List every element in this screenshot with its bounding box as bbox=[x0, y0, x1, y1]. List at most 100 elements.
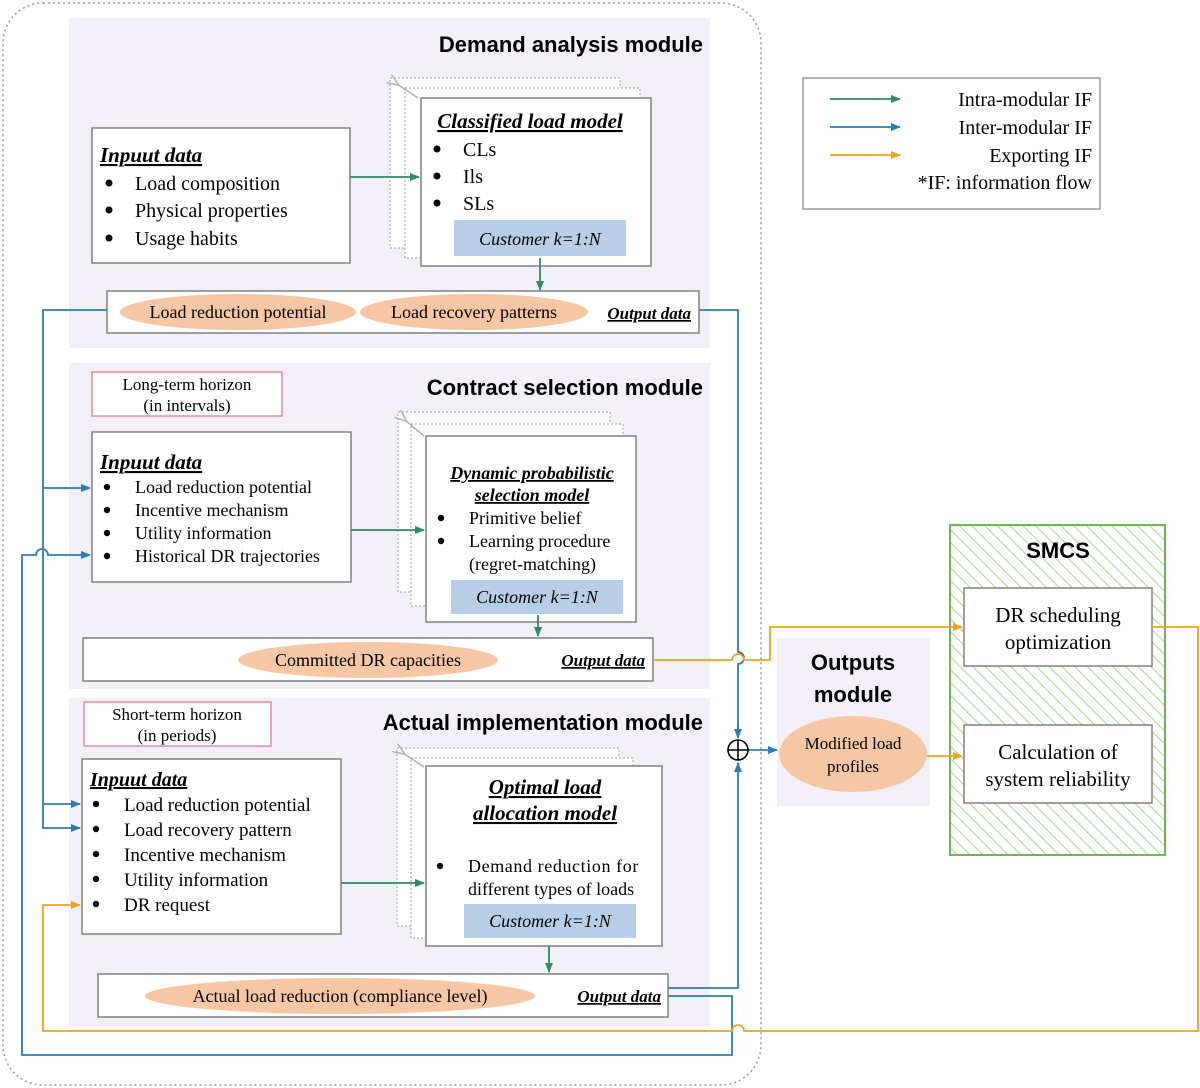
contract-model-title-line1: Dynamic probabilistic bbox=[449, 463, 614, 483]
actual-model-item-line1: Demand reduction for bbox=[468, 856, 639, 876]
outputs-oval-line1: Modified load bbox=[805, 734, 902, 753]
actual-input-box bbox=[81, 758, 342, 935]
demand-stack-arrow bbox=[397, 84, 419, 99]
demand-input-item: Physical properties bbox=[135, 200, 288, 222]
demand-analysis-module: Demand analysis module Inpuut data Load … bbox=[69, 18, 710, 348]
smcs-reliability-line1: Calculation of bbox=[998, 740, 1118, 764]
contract-output-data-label: Output data bbox=[561, 651, 645, 670]
contract-stack-arrow bbox=[405, 420, 425, 437]
flow-actual-to-contract-history bbox=[21, 548, 733, 1056]
flow-committed-to-smcs bbox=[653, 623, 963, 661]
demand-output-reduction-label: Load reduction potential bbox=[150, 302, 327, 322]
outer-container bbox=[2, 2, 762, 1086]
flow-smcs-to-dr-request bbox=[42, 626, 1199, 1032]
contract-horizon-line1: Long-term horizon bbox=[123, 375, 252, 394]
smcs-reliability-box bbox=[963, 724, 1153, 804]
flow-actual-to-junction bbox=[668, 762, 742, 989]
demand-model-item: Ils bbox=[463, 166, 483, 188]
flow-demand-to-actual-recovery bbox=[42, 804, 81, 832]
contract-model-list: Primitive belief Learning procedure (reg… bbox=[437, 508, 610, 575]
actual-input-title: Inpuut data bbox=[89, 769, 187, 791]
actual-customer-box bbox=[464, 904, 636, 938]
actual-model-title-line1: Optimal load bbox=[489, 775, 602, 799]
actual-input-item: Load recovery pattern bbox=[124, 820, 292, 841]
actual-customer-label: Customer k=1:N bbox=[489, 911, 612, 931]
actual-horizon-box bbox=[83, 701, 272, 747]
contract-input-list: Load reduction potential Incentive mecha… bbox=[103, 477, 320, 566]
contract-model-item: Primitive belief bbox=[469, 508, 581, 528]
demand-output-recovery-label: Load recovery patterns bbox=[391, 302, 557, 322]
actual-output-compliance-label: Actual load reduction (compliance level) bbox=[193, 986, 488, 1007]
contract-input-item: Incentive mechanism bbox=[135, 500, 288, 520]
actual-implementation-module: Actual implementation module Short-term … bbox=[69, 698, 710, 1026]
smcs-scheduling-box bbox=[963, 587, 1153, 667]
contract-input-item: Utility information bbox=[135, 523, 272, 543]
contract-output-committed-label: Committed DR capacities bbox=[275, 650, 461, 670]
actual-horizon-line2: (in periods) bbox=[138, 726, 217, 745]
contract-customer-label: Customer k=1:N bbox=[476, 587, 599, 607]
demand-input-list: Load composition Physical properties Usa… bbox=[105, 173, 288, 250]
demand-input-box bbox=[91, 127, 351, 264]
outputs-oval-line2: profiles bbox=[827, 757, 879, 776]
demand-input-item: Load composition bbox=[135, 173, 280, 195]
demand-model-item: CLs bbox=[463, 139, 497, 161]
contract-customer-box bbox=[451, 580, 623, 614]
contract-input-title: Inpuut data bbox=[99, 450, 202, 474]
demand-model-list: CLs Ils SLs bbox=[433, 139, 497, 215]
smcs-scheduling-line1: DR scheduling bbox=[995, 603, 1121, 627]
contract-input-box bbox=[91, 431, 352, 583]
inter-modular-flows bbox=[21, 309, 778, 1056]
actual-stack-arrow bbox=[403, 753, 425, 768]
actual-module-title: Actual implementation module bbox=[383, 710, 703, 735]
legend-export-label: Exporting IF bbox=[989, 145, 1092, 167]
demand-model-item: SLs bbox=[463, 193, 494, 215]
actual-model-item-line2: different types of loads bbox=[468, 879, 634, 899]
smcs-scheduling-line2: optimization bbox=[1005, 630, 1112, 654]
contract-module-title: Contract selection module bbox=[427, 375, 703, 400]
actual-input-item: DR request bbox=[124, 895, 211, 916]
smcs-module: SMCS DR scheduling optimization Calculat… bbox=[949, 524, 1166, 856]
actual-horizon-line1: Short-term horizon bbox=[112, 705, 242, 724]
legend-inter-label: Inter-modular IF bbox=[959, 117, 1092, 139]
demand-customer-label: Customer k=1:N bbox=[479, 229, 602, 249]
actual-input-item: Utility information bbox=[124, 870, 269, 891]
actual-input-list: Load reduction potential Load recovery p… bbox=[92, 795, 311, 916]
smcs-box bbox=[949, 524, 1166, 856]
contract-output-oval-committed bbox=[238, 642, 498, 678]
legend: Intra-modular IF Inter-modular IF Export… bbox=[802, 77, 1101, 210]
actual-input-item: Incentive mechanism bbox=[124, 845, 286, 866]
demand-customer-box bbox=[454, 220, 626, 256]
actual-output-data-label: Output data bbox=[577, 987, 661, 1006]
demand-output-oval-reduction bbox=[120, 294, 356, 330]
demand-input-item: Usage habits bbox=[135, 228, 238, 250]
actual-model-bullet bbox=[436, 862, 444, 870]
demand-model-title: Classified load model bbox=[437, 109, 623, 133]
legend-note: *IF: information flow bbox=[918, 172, 1093, 194]
actual-model-title-line2: allocation model bbox=[473, 801, 617, 825]
outputs-module: Outputs module Modified load profiles bbox=[777, 638, 930, 806]
contract-model-item-cont: (regret-matching) bbox=[469, 554, 596, 575]
contract-horizon-line2: (in intervals) bbox=[143, 396, 230, 415]
summing-junction-icon bbox=[727, 739, 749, 761]
smcs-title: SMCS bbox=[1026, 538, 1090, 563]
demand-module-title: Demand analysis module bbox=[439, 32, 703, 57]
outputs-oval bbox=[779, 716, 927, 792]
smcs-reliability-line2: system reliability bbox=[985, 767, 1131, 791]
outputs-title-line1: Outputs bbox=[811, 650, 895, 675]
legend-intra-label: Intra-modular IF bbox=[958, 89, 1092, 111]
actual-output-oval-compliance bbox=[145, 978, 535, 1014]
flow-demand-to-contract bbox=[42, 309, 107, 492]
demand-output-oval-recovery bbox=[360, 294, 588, 330]
contract-horizon-box bbox=[91, 371, 283, 417]
contract-model-title-line2: selection model bbox=[474, 485, 589, 505]
demand-input-title: Inpuut data bbox=[99, 143, 202, 167]
contract-model-item: Learning procedure bbox=[469, 531, 610, 551]
contract-input-item: Load reduction potential bbox=[135, 477, 312, 497]
actual-input-item: Load reduction potential bbox=[124, 795, 311, 816]
outputs-title-line2: module bbox=[814, 682, 892, 707]
contract-selection-module: Contract selection module Long-term hori… bbox=[69, 363, 710, 689]
exporting-flows bbox=[42, 623, 1199, 1032]
contract-input-item: Historical DR trajectories bbox=[135, 546, 320, 566]
demand-output-data-label: Output data bbox=[607, 304, 691, 323]
